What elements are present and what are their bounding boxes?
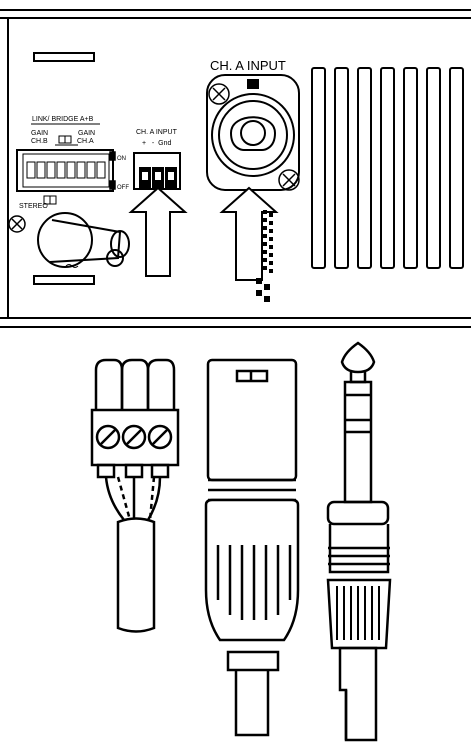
xlr-plug	[204, 358, 300, 737]
rear-panel	[0, 9, 471, 328]
panel-slot-top	[33, 52, 95, 62]
gain-chb-label-1: GAIN	[31, 130, 48, 137]
screw-terminal-plug	[90, 358, 180, 633]
xlr-input-title: CH. A INPUT	[210, 58, 286, 73]
power-cord-icon	[37, 212, 161, 268]
vent-slots	[311, 67, 464, 269]
on-label: ON	[117, 156, 126, 162]
xlr-screw-top-icon	[208, 83, 230, 105]
link-bridge-label: LINK/ BRIDGE A+B	[32, 116, 94, 123]
dip-switches	[26, 161, 106, 179]
panel-terminal-block[interactable]	[133, 152, 181, 190]
arrow-to-terminal-icon	[128, 186, 188, 277]
gain-chb-label-2: CH.B	[31, 138, 48, 145]
arrow-to-xlr-icon	[219, 186, 279, 281]
checker-strip	[256, 210, 273, 302]
off-label: OFF	[117, 185, 129, 191]
panel-slot-bottom	[33, 275, 95, 285]
terminal-pins: + - Gnd	[142, 140, 171, 147]
trs-jack-plug	[326, 341, 392, 742]
gain-cha-label-2: CH.A	[77, 138, 94, 145]
terminal-title: CH. A INPUT	[136, 129, 178, 136]
stereo-label: STEREO	[19, 203, 48, 210]
xlr-socket[interactable]	[206, 74, 300, 191]
panel-screw-left-icon	[8, 215, 26, 233]
xlr-screw-bottom-icon	[278, 169, 300, 191]
gain-cha-label-1: GAIN	[78, 130, 95, 137]
dip-switch-block[interactable]	[16, 123, 116, 205]
